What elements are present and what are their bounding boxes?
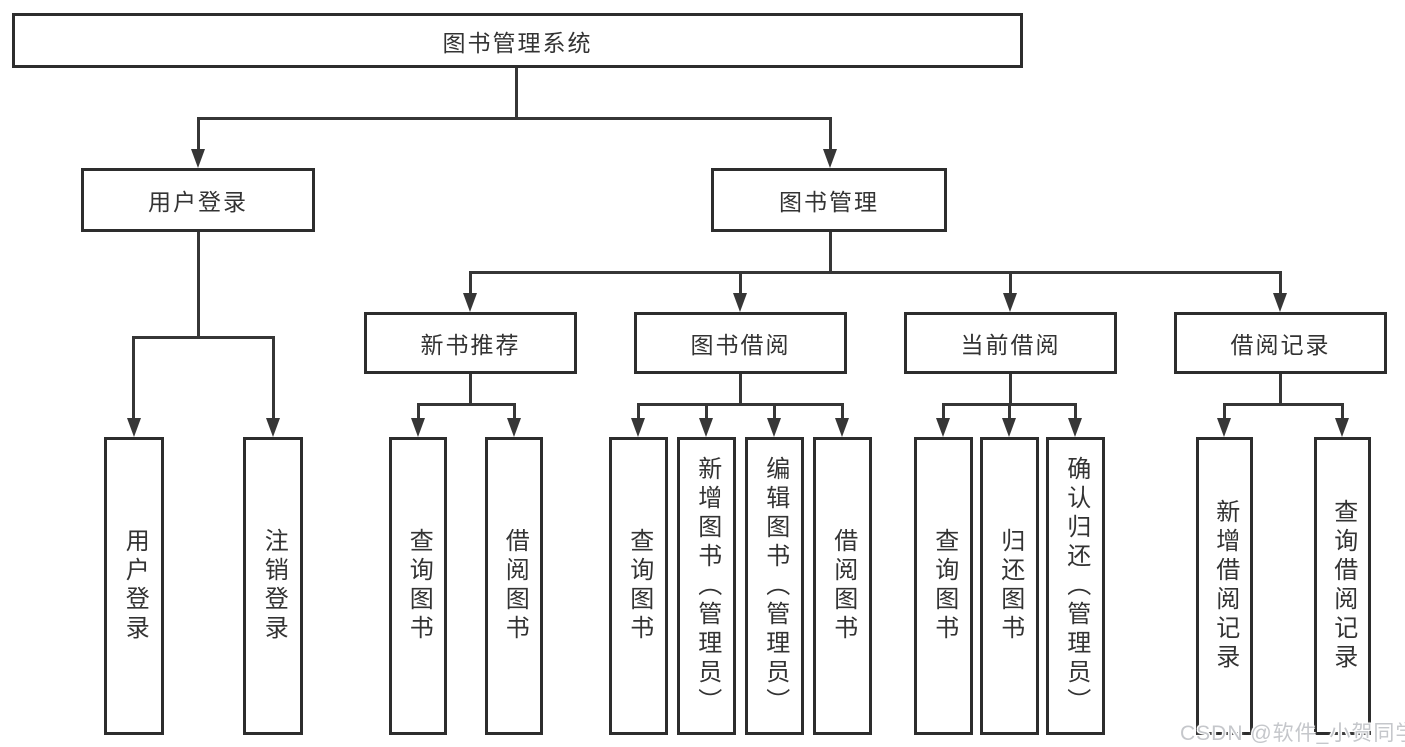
leaf-borrow-books-borrow-label: 借阅图书	[829, 528, 857, 644]
arrowhead-down-icon	[936, 418, 950, 437]
connector-line	[1009, 271, 1012, 295]
connector-line	[469, 271, 1282, 274]
node-book-borrow-label: 图书借阅	[690, 332, 791, 358]
connector-line	[417, 403, 420, 420]
arrowhead-down-icon	[266, 418, 280, 437]
leaf-user-login: 用户登录	[104, 437, 164, 735]
connector-line	[1074, 403, 1077, 420]
arrowhead-down-icon	[1217, 418, 1231, 437]
connector-line	[513, 403, 516, 420]
connector-line	[829, 232, 832, 274]
arrowhead-down-icon	[767, 418, 781, 437]
leaf-query-borrow-record-label: 查询借阅记录	[1329, 499, 1357, 673]
connector-line	[637, 403, 844, 406]
connector-line	[705, 403, 708, 420]
node-borrow-records-label: 借阅记录	[1230, 332, 1331, 358]
arrowhead-down-icon	[835, 418, 849, 437]
node-book-management-label: 图书管理	[779, 189, 879, 215]
connector-line	[942, 403, 945, 420]
arrowhead-down-icon	[1002, 418, 1016, 437]
connector-line	[1223, 403, 1226, 420]
arrowhead-down-icon	[631, 418, 645, 437]
connector-line	[197, 232, 200, 339]
arrowhead-down-icon	[1335, 418, 1349, 437]
leaf-add-books-admin: 新增图书（管理员）	[677, 437, 736, 735]
node-user-login: 用户登录	[81, 168, 315, 232]
arrowhead-down-icon	[823, 149, 837, 168]
connector-line	[841, 403, 844, 420]
connector-line	[637, 403, 640, 420]
node-current-borrow: 当前借阅	[904, 312, 1117, 374]
connector-line	[417, 403, 516, 406]
leaf-query-books-recommend: 查询图书	[389, 437, 447, 735]
node-root-label: 图书管理系统	[442, 29, 593, 56]
arrowhead-down-icon	[411, 418, 425, 437]
connector-line	[132, 336, 135, 420]
leaf-borrow-books-borrow: 借阅图书	[813, 437, 872, 735]
leaf-user-login-label: 用户登录	[121, 528, 149, 644]
connector-line	[1341, 403, 1344, 420]
leaf-add-borrow-record-label: 新增借阅记录	[1211, 499, 1239, 673]
node-current-borrow-label: 当前借阅	[960, 332, 1061, 358]
arrowhead-down-icon	[1003, 293, 1017, 312]
leaf-confirm-return-admin-label: 确认归还（管理员）	[1062, 455, 1090, 717]
connector-line	[197, 117, 831, 120]
connector-line	[132, 336, 275, 339]
leaf-logout: 注销登录	[243, 437, 303, 735]
arrowhead-down-icon	[1273, 293, 1287, 312]
connector-line	[1223, 403, 1344, 406]
leaf-query-books-recommend-label: 查询图书	[405, 528, 433, 644]
leaf-query-books-borrow-label: 查询图书	[625, 528, 653, 644]
connector-line	[197, 117, 200, 152]
connector-line	[739, 374, 742, 406]
arrowhead-down-icon	[1068, 418, 1082, 437]
leaf-return-books: 归还图书	[980, 437, 1039, 735]
arrowhead-down-icon	[191, 149, 205, 168]
leaf-query-borrow-record: 查询借阅记录	[1314, 437, 1371, 735]
connector-line	[1279, 374, 1282, 406]
connector-line	[773, 403, 776, 420]
node-new-book-recommend-label: 新书推荐	[420, 332, 521, 358]
leaf-edit-books-admin-label: 编辑图书（管理员）	[761, 455, 789, 717]
leaf-query-books-current: 查询图书	[914, 437, 973, 735]
connector-line	[469, 374, 472, 406]
connector-line	[272, 336, 275, 420]
node-borrow-records: 借阅记录	[1174, 312, 1387, 374]
leaf-query-books-borrow: 查询图书	[609, 437, 668, 735]
node-book-management: 图书管理	[711, 168, 947, 232]
connector-line	[1279, 271, 1282, 295]
arrowhead-down-icon	[733, 293, 747, 312]
leaf-return-books-label: 归还图书	[996, 528, 1024, 644]
arrowhead-down-icon	[507, 418, 521, 437]
arrowhead-down-icon	[463, 293, 477, 312]
arrowhead-down-icon	[127, 418, 141, 437]
leaf-logout-label: 注销登录	[260, 528, 288, 644]
leaf-confirm-return-admin: 确认归还（管理员）	[1046, 437, 1105, 735]
connector-line	[515, 68, 518, 119]
leaf-borrow-books-recommend: 借阅图书	[485, 437, 543, 735]
connector-line	[1009, 374, 1012, 406]
connector-line	[1008, 403, 1011, 420]
connector-line	[469, 271, 472, 295]
connector-line	[829, 117, 832, 152]
leaf-borrow-books-recommend-label: 借阅图书	[501, 528, 529, 644]
node-root: 图书管理系统	[12, 13, 1023, 68]
node-new-book-recommend: 新书推荐	[364, 312, 577, 374]
csdn-watermark: CSDN @软件_小贺同学	[1180, 722, 1405, 745]
leaf-add-borrow-record: 新增借阅记录	[1196, 437, 1253, 735]
node-book-borrow: 图书借阅	[634, 312, 847, 374]
leaf-query-books-current-label: 查询图书	[930, 528, 958, 644]
leaf-edit-books-admin: 编辑图书（管理员）	[745, 437, 804, 735]
node-user-login-label: 用户登录	[148, 189, 248, 215]
leaf-add-books-admin-label: 新增图书（管理员）	[693, 455, 721, 717]
arrowhead-down-icon	[699, 418, 713, 437]
connector-line	[739, 271, 742, 295]
